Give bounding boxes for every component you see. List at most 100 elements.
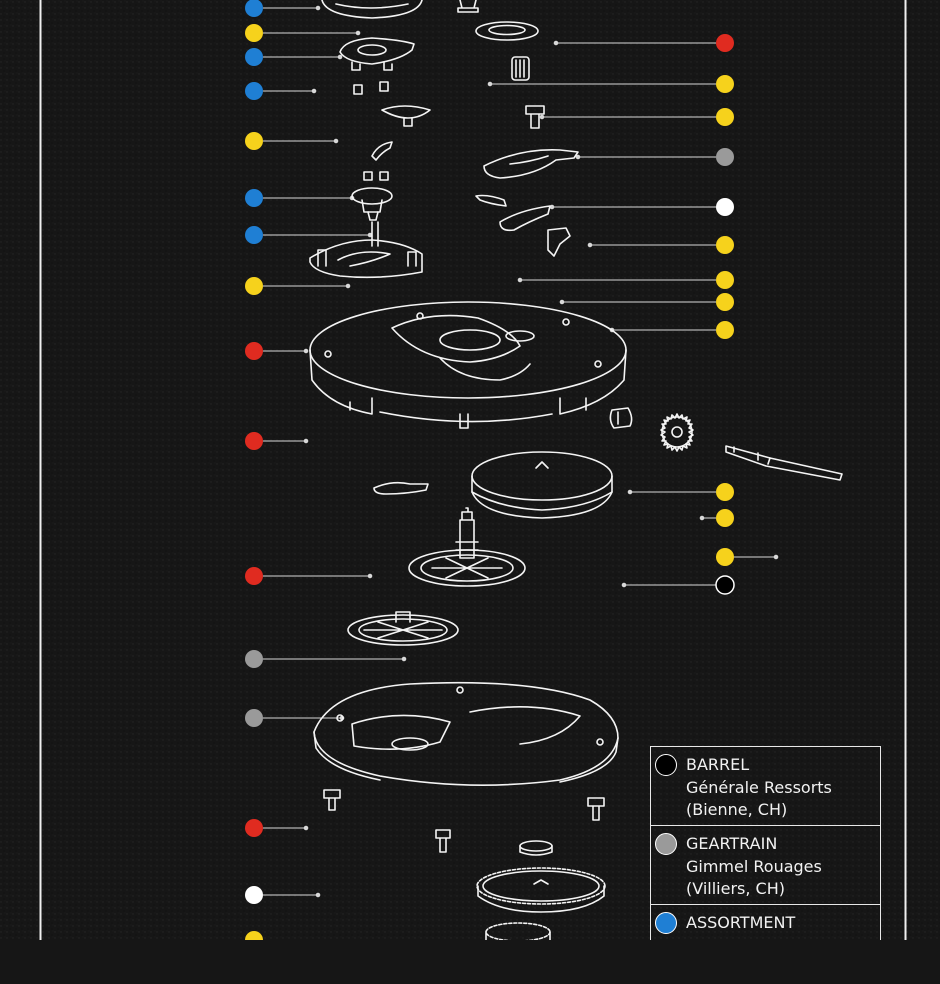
callout-anchor-point — [333, 138, 339, 144]
legend-barrel-color-dot — [655, 754, 677, 776]
callout-dot-right-yellow — [716, 483, 734, 501]
callout-dot-left-grey — [245, 709, 263, 727]
callout-dot-left-red — [245, 819, 263, 837]
legend-geartrain-name: GEARTRAIN — [686, 834, 778, 853]
callout-anchor-point — [303, 825, 309, 831]
escape-wheel-part — [381, 105, 431, 127]
callout-anchor-point — [575, 154, 581, 160]
callout-anchor-point — [311, 88, 317, 94]
top-wheel-part — [321, 0, 423, 19]
callout-anchor-point — [699, 515, 705, 521]
supplier-legend: BARREL Générale Ressorts (Bienne, CH) GE… — [650, 746, 881, 940]
callout-dot-right-yellow — [716, 321, 734, 339]
bottom-plate-part — [313, 681, 619, 786]
legend-barrel-supplier: Générale Ressorts — [686, 777, 832, 797]
legend-row-geartrain: GEARTRAIN Gimmel Rouages (Villiers, CH) — [651, 826, 880, 905]
callout-anchor-point — [553, 40, 559, 46]
callouts-left — [245, 0, 263, 940]
callout-dot-right-black — [715, 575, 735, 595]
main-plate-part — [309, 301, 627, 429]
pallet-bridge-part — [351, 187, 393, 221]
callout-dot-left-yellow — [245, 931, 263, 940]
hour-wheel-part — [476, 867, 606, 913]
callout-dot-right-yellow — [716, 108, 734, 126]
callout-anchor-point — [303, 348, 309, 354]
callout-dot-left-blue — [245, 82, 263, 100]
callout-dot-right-white — [716, 198, 734, 216]
callout-dot-left-yellow — [245, 24, 263, 42]
callout-anchor-point — [621, 582, 627, 588]
callout-anchor-point — [303, 438, 309, 444]
third-wheel-part — [347, 611, 459, 646]
legend-barrel-location: (Bienne, CH) — [686, 800, 788, 819]
pin-part — [353, 81, 389, 95]
callout-anchor-point — [355, 30, 361, 36]
legend-geartrain-location: (Villiers, CH) — [686, 879, 785, 898]
callout-lines — [263, 5, 779, 898]
legend-barrel-text: BARREL Générale Ressorts (Bienne, CH) — [686, 754, 832, 822]
callout-dot-left-blue — [245, 0, 263, 17]
callout-anchor-point — [367, 573, 373, 579]
callouts-right — [715, 34, 735, 595]
callout-dot-right-yellow — [716, 236, 734, 254]
winding-stem-part — [725, 445, 843, 481]
callout-dot-left-blue — [245, 226, 263, 244]
exploded-movement-diagram — [0, 0, 940, 940]
callout-anchor-point — [315, 892, 321, 898]
callout-anchor-point — [315, 5, 321, 11]
callout-anchor-point — [559, 299, 565, 305]
intermediate-bridge-part — [373, 481, 429, 495]
lever-part — [483, 149, 579, 179]
legend-barrel-name: BARREL — [686, 755, 750, 774]
callout-dot-left-red — [245, 342, 263, 360]
washer-part — [475, 21, 539, 41]
click-spring-part — [371, 141, 393, 161]
crown-wheel-part — [511, 56, 530, 81]
callout-dot-left-grey — [245, 650, 263, 668]
callout-dot-right-yellow — [716, 293, 734, 311]
callout-dot-right-red — [716, 34, 734, 52]
callout-dot-left-yellow — [245, 277, 263, 295]
callout-anchor-point — [517, 277, 523, 283]
callout-dot-right-yellow — [716, 75, 734, 93]
yoke-part — [499, 205, 551, 232]
callout-anchor-point — [401, 656, 407, 662]
legend-row-assortment: ASSORTMENT — [651, 905, 880, 984]
watch-parts — [309, 0, 843, 940]
callout-anchor-point — [345, 283, 351, 289]
legend-geartrain-text: GEARTRAIN Gimmel Rouages (Villiers, CH) — [686, 833, 822, 901]
legend-geartrain-supplier: Gimmel Rouages — [686, 856, 822, 876]
plate-screw-part — [323, 789, 341, 811]
plate-screw-part-2 — [587, 797, 605, 821]
center-wheel-part — [408, 507, 526, 587]
balance-cock-part — [339, 37, 415, 71]
callout-anchor-point — [773, 554, 779, 560]
spool-part — [609, 407, 633, 429]
callout-anchor-point — [587, 242, 593, 248]
callout-dot-left-white — [245, 886, 263, 904]
ratchet-gear-part — [660, 413, 694, 452]
callout-dot-right-yellow — [716, 271, 734, 289]
screw-part — [525, 105, 545, 129]
barrel-bridge-part — [309, 221, 423, 279]
minute-wheel-part — [485, 922, 551, 940]
callout-dot-left-red — [245, 432, 263, 450]
legend-assortment-name: ASSORTMENT — [686, 913, 796, 932]
callout-dot-right-yellow — [716, 548, 734, 566]
cannon-pinion-part — [519, 840, 553, 856]
callout-anchor-point — [337, 54, 343, 60]
legend-geartrain-color-dot — [655, 833, 677, 855]
legend-assortment-color-dot — [655, 912, 677, 934]
callout-dot-left-blue — [245, 189, 263, 207]
legend-row-barrel: BARREL Générale Ressorts (Bienne, CH) — [651, 747, 880, 826]
callout-dot-left-red — [245, 567, 263, 585]
pillar-part — [363, 171, 389, 181]
callout-dot-right-grey — [716, 148, 734, 166]
plate-screw-part-3 — [435, 829, 451, 853]
legend-assortment-text: ASSORTMENT — [686, 912, 795, 935]
top-screw-part — [457, 0, 479, 13]
barrel-part — [471, 451, 613, 519]
callout-anchor-point — [539, 114, 545, 120]
callout-dot-left-blue — [245, 48, 263, 66]
callout-anchor-point — [627, 489, 633, 495]
